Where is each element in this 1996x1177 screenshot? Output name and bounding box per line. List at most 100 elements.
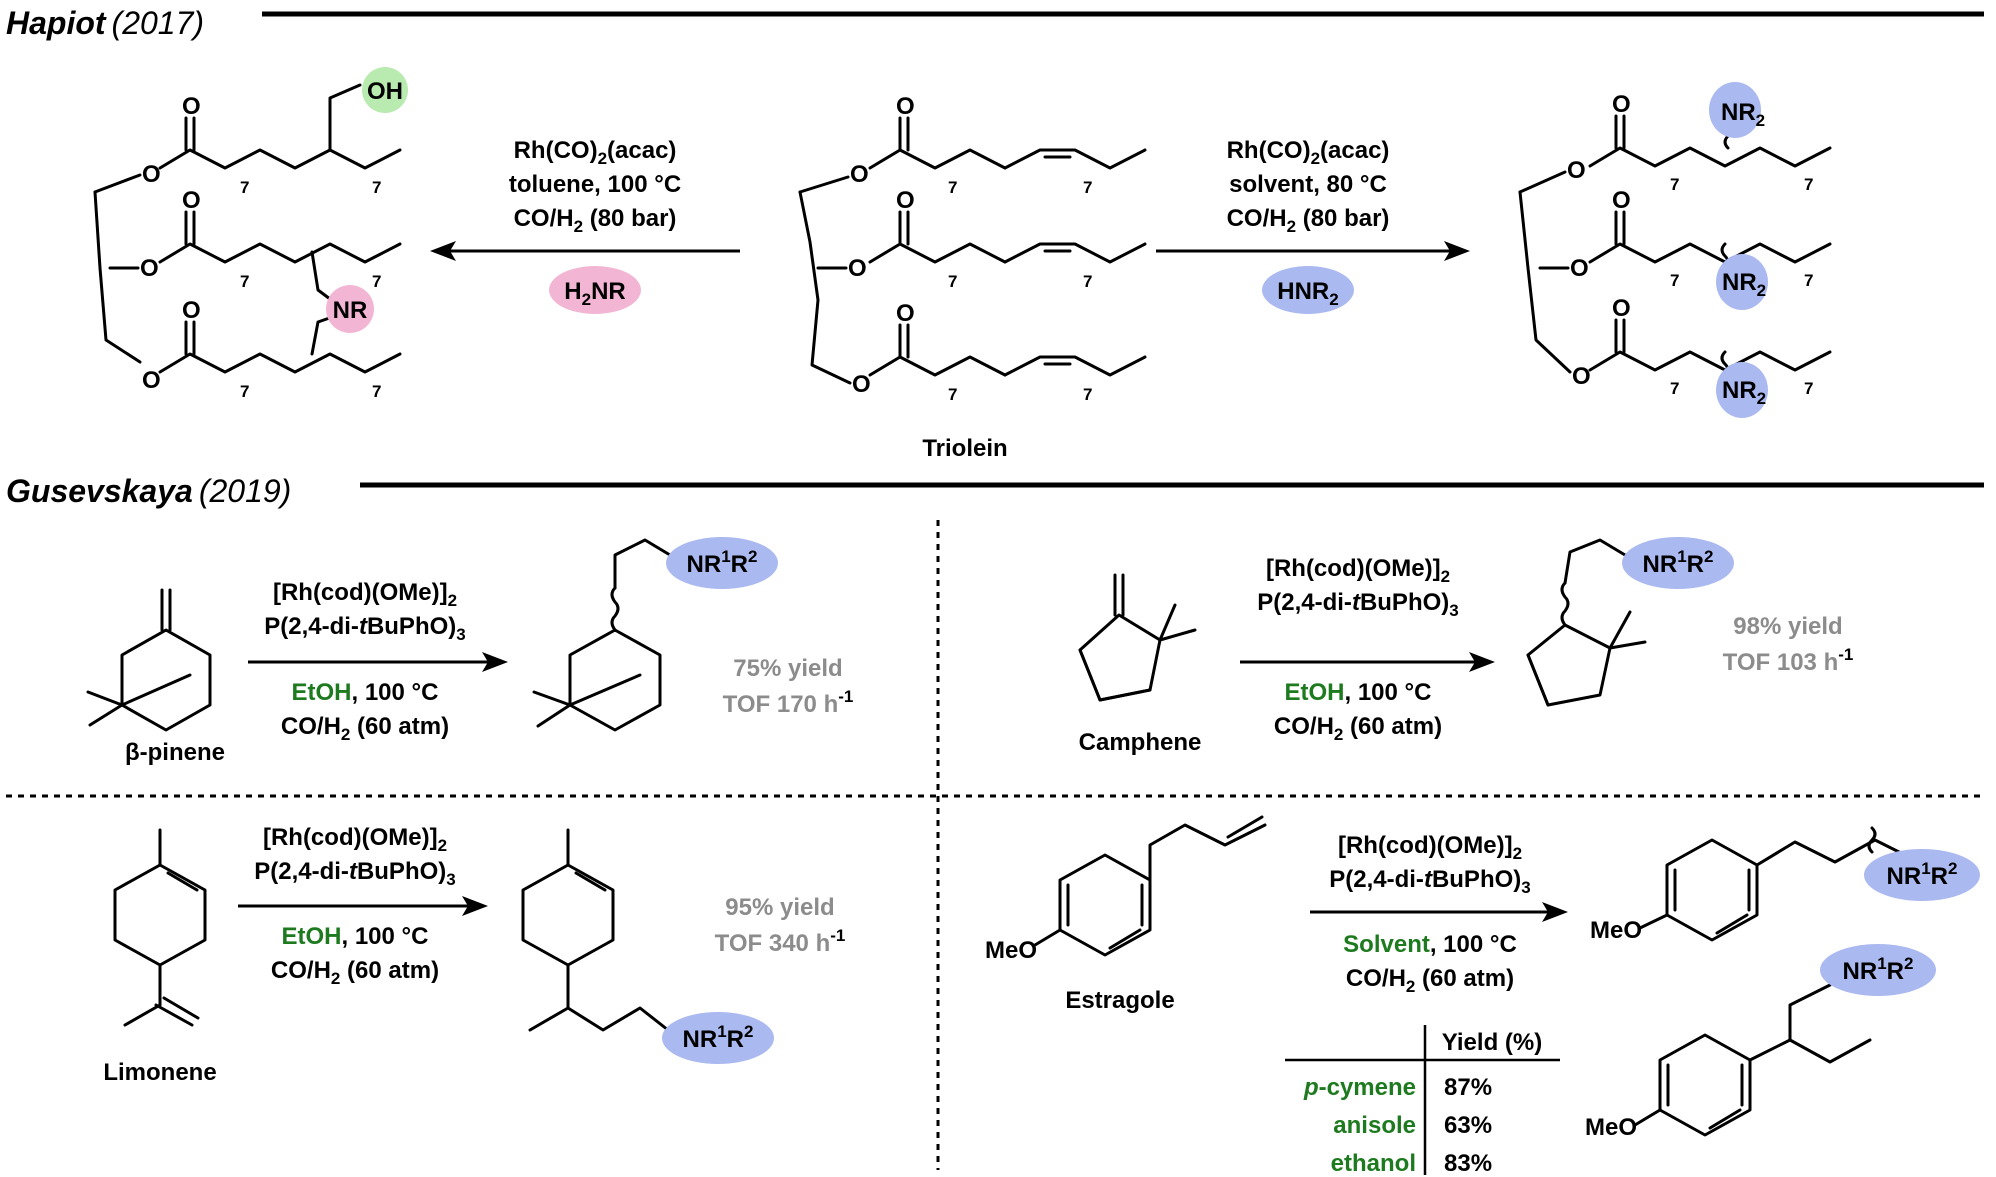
- condition-gas: CO/H2 (80 bar): [514, 205, 677, 236]
- atom-o: O: [142, 161, 161, 188]
- atom-o: O: [896, 93, 915, 120]
- substrate-label: Camphene: [1079, 729, 1202, 756]
- amine-highlight-blue: [1622, 537, 1734, 589]
- arrowhead: [482, 652, 508, 672]
- condition-solvent-temp: EtOH, 100 °C: [1285, 679, 1432, 706]
- group-methoxy: MeO: [1590, 917, 1642, 944]
- reagent-highlight-blue: [1262, 266, 1354, 314]
- group-nr2: NR2: [1721, 99, 1765, 130]
- repeat-count: 7: [1083, 272, 1092, 291]
- repeat-count: 7: [1670, 175, 1679, 194]
- condition-solvent: solvent, 80 °C: [1229, 171, 1387, 198]
- substrate-label: β-pinene: [125, 739, 225, 766]
- condition-ligand: P(2,4-di-tBuPhO)3: [264, 613, 465, 644]
- atom-o: O: [896, 187, 915, 214]
- condition-gas: CO/H2 (80 bar): [1227, 205, 1390, 236]
- triolein-structure: [798, 116, 1147, 385]
- condition-gas: CO/H2 (60 atm): [271, 957, 439, 988]
- group-methoxy: MeO: [1585, 1114, 1637, 1141]
- atom-o: O: [1567, 157, 1586, 184]
- group-oh: OH: [367, 78, 403, 105]
- condition-solvent-temp: Solvent, 100 °C: [1343, 931, 1517, 958]
- repeat-count: 7: [1804, 379, 1813, 398]
- arrowhead: [1444, 241, 1470, 261]
- group-amine: NR1R2: [683, 1022, 754, 1053]
- table-cell-solvent: anisole: [1333, 1112, 1416, 1139]
- section-title-gusevskaya: Gusevskaya(2019): [6, 473, 291, 509]
- repeat-count: 7: [948, 385, 957, 404]
- product-hydroxymethyl-amine-structure: [93, 83, 402, 374]
- atom-o: O: [142, 367, 161, 394]
- atom-o: O: [850, 161, 869, 188]
- repeat-count: 7: [1670, 271, 1679, 290]
- condition-ligand: P(2,4-di-tBuPhO)3: [1329, 866, 1530, 897]
- oh-highlight-green: [362, 67, 408, 113]
- substrate-label-triolein: Triolein: [922, 435, 1007, 462]
- atom-o: O: [1612, 91, 1631, 118]
- camphene-structure: [1078, 573, 1197, 702]
- group-nr2: NR2: [1722, 269, 1766, 300]
- estragole-structure: [1033, 815, 1267, 957]
- condition-catalyst: [Rh(cod)(OMe)]2: [1266, 555, 1450, 586]
- repeat-count: 7: [1083, 385, 1092, 404]
- group-amine: NR1R2: [1843, 954, 1914, 985]
- camphene-product-structure: [1526, 538, 1647, 707]
- repeat-count: 7: [1083, 178, 1092, 197]
- condition-solvent-temp: EtOH, 100 °C: [282, 923, 429, 950]
- condition-ligand: P(2,4-di-tBuPhO)3: [254, 858, 455, 889]
- condition-catalyst: Rh(CO)2(acac): [514, 137, 677, 168]
- amine-highlight-blue: [1716, 254, 1768, 310]
- repeat-count: 7: [1804, 271, 1813, 290]
- condition-solvent-temp: EtOH, 100 °C: [292, 679, 439, 706]
- repeat-count: 7: [372, 272, 381, 291]
- atom-o: O: [852, 371, 871, 398]
- repeat-count: 7: [240, 382, 249, 401]
- group-amine: NR1R2: [687, 547, 758, 578]
- group-amine: NR1R2: [1643, 547, 1714, 578]
- condition-catalyst: [Rh(cod)(OMe)]2: [263, 824, 447, 855]
- condition-solvent: toluene, 100 °C: [509, 171, 681, 198]
- estragole-branched-product-structure: [1633, 983, 1872, 1137]
- nr-highlight-pink: [326, 285, 374, 333]
- estragole-linear-product-structure: [1638, 826, 1907, 942]
- yield-label: 75% yield: [733, 655, 842, 682]
- beta-pinene-product-structure: [532, 538, 672, 732]
- product-tertiary-amine-structure: [1518, 114, 1832, 378]
- condition-gas: CO/H2 (60 atm): [281, 713, 449, 744]
- section-title-hapiot: Hapiot(2017): [6, 5, 204, 41]
- table-cell-solvent: ethanol: [1331, 1150, 1416, 1177]
- repeat-count: 7: [240, 272, 249, 291]
- atom-o: O: [182, 187, 201, 214]
- table-cell-yield: 83%: [1444, 1150, 1492, 1177]
- condition-catalyst: [Rh(cod)(OMe)]2: [273, 579, 457, 610]
- arrowhead: [430, 241, 456, 261]
- amine-highlight-blue: [662, 1012, 774, 1064]
- tof-label: TOF 103 h-1: [1723, 645, 1854, 676]
- repeat-count: 7: [1670, 379, 1679, 398]
- amine-highlight-blue: [1864, 849, 1980, 901]
- repeat-count: 7: [372, 178, 381, 197]
- tof-label: TOF 340 h-1: [715, 926, 846, 957]
- atom-o: O: [1572, 363, 1591, 390]
- substrate-label: Limonene: [103, 1059, 216, 1086]
- beta-pinene-structure: [86, 588, 212, 732]
- limonene-structure: [113, 828, 207, 1027]
- condition-gas: CO/H2 (60 atm): [1346, 965, 1514, 996]
- amine-highlight-blue: [666, 537, 778, 589]
- table-header-yield: Yield (%): [1442, 1029, 1542, 1056]
- yield-label: 98% yield: [1733, 613, 1842, 640]
- reagent-highlight-pink: [549, 266, 641, 314]
- limonene-product-structure: [521, 828, 670, 1032]
- atom-o: O: [182, 93, 201, 120]
- group-methoxy: MeO: [985, 937, 1037, 964]
- arrowhead: [1469, 652, 1495, 672]
- reagent-amine: HNR2: [1277, 278, 1338, 309]
- table-cell-yield: 87%: [1444, 1074, 1492, 1101]
- table-cell-yield: 63%: [1444, 1112, 1492, 1139]
- repeat-count: 7: [948, 272, 957, 291]
- atom-o: O: [1612, 187, 1631, 214]
- group-amine: NR1R2: [1887, 859, 1958, 890]
- amine-highlight-blue: [1716, 362, 1768, 418]
- condition-catalyst: Rh(CO)2(acac): [1227, 137, 1390, 168]
